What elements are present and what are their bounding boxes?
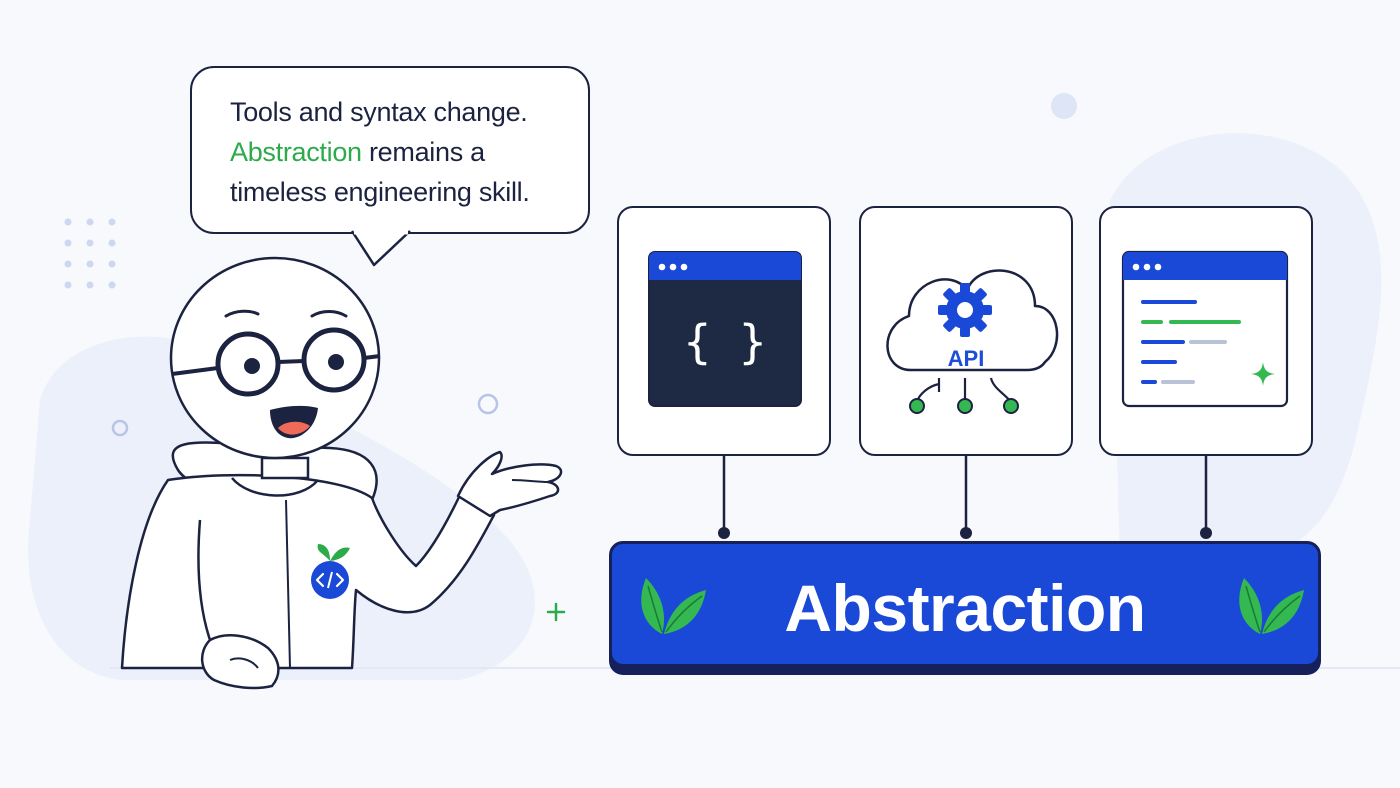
- left-eyebrow: [224, 309, 260, 318]
- bubble-line-3: timeless engineering skill.: [230, 177, 530, 207]
- glasses-temple-left: [171, 366, 219, 376]
- sparkle-icon: [1250, 361, 1275, 386]
- glasses-bridge: [277, 359, 305, 364]
- connector-dot: [1200, 527, 1212, 539]
- decor-plus: [546, 602, 566, 622]
- document-window-icon: [1121, 250, 1288, 407]
- neck: [260, 456, 310, 480]
- left-eye: [244, 358, 260, 374]
- left-hand: [201, 634, 280, 690]
- code-badge-icon: [311, 544, 350, 599]
- bubble-line-2: Abstraction remains a: [230, 132, 558, 172]
- hoodie-collar: [231, 477, 319, 497]
- abstraction-bar: Abstraction: [609, 541, 1321, 667]
- code-editor-card: { }: [617, 206, 831, 456]
- leaf-icon: [1239, 578, 1304, 634]
- speech-bubble: Tools and syntax change. Abstraction rem…: [190, 66, 590, 234]
- leaf-icon: [641, 578, 706, 634]
- hoodie-zipper: [285, 499, 291, 669]
- api-label: API: [947, 346, 985, 371]
- bubble-line-1: Tools and syntax change.: [230, 97, 528, 127]
- api-cloud-card: API: [859, 206, 1073, 456]
- cloud-gear-icon: [885, 268, 1058, 414]
- connector-dot: [960, 527, 972, 539]
- tongue: [278, 421, 310, 435]
- connector-dot: [718, 527, 730, 539]
- hoodie-sleeve-left: [197, 519, 212, 641]
- decor-dot-grid: [64, 218, 116, 289]
- code-editor-window-icon: { }: [647, 250, 802, 407]
- document-view-card: [1099, 206, 1313, 456]
- bubble-line-2-rest: remains a: [361, 137, 485, 167]
- right-eye: [328, 354, 344, 370]
- hoodie-body: [120, 473, 496, 670]
- decor-circle: [1051, 93, 1077, 119]
- abstraction-label: Abstraction: [784, 571, 1146, 645]
- glasses-temple-right: [363, 354, 381, 360]
- decor-ring: [477, 393, 499, 415]
- bubble-highlight-word: Abstraction: [230, 137, 362, 167]
- right-hand: [456, 450, 563, 518]
- curly-braces-glyph: { }: [683, 315, 766, 369]
- decor-ring: [111, 419, 129, 437]
- right-eyebrow: [310, 310, 348, 318]
